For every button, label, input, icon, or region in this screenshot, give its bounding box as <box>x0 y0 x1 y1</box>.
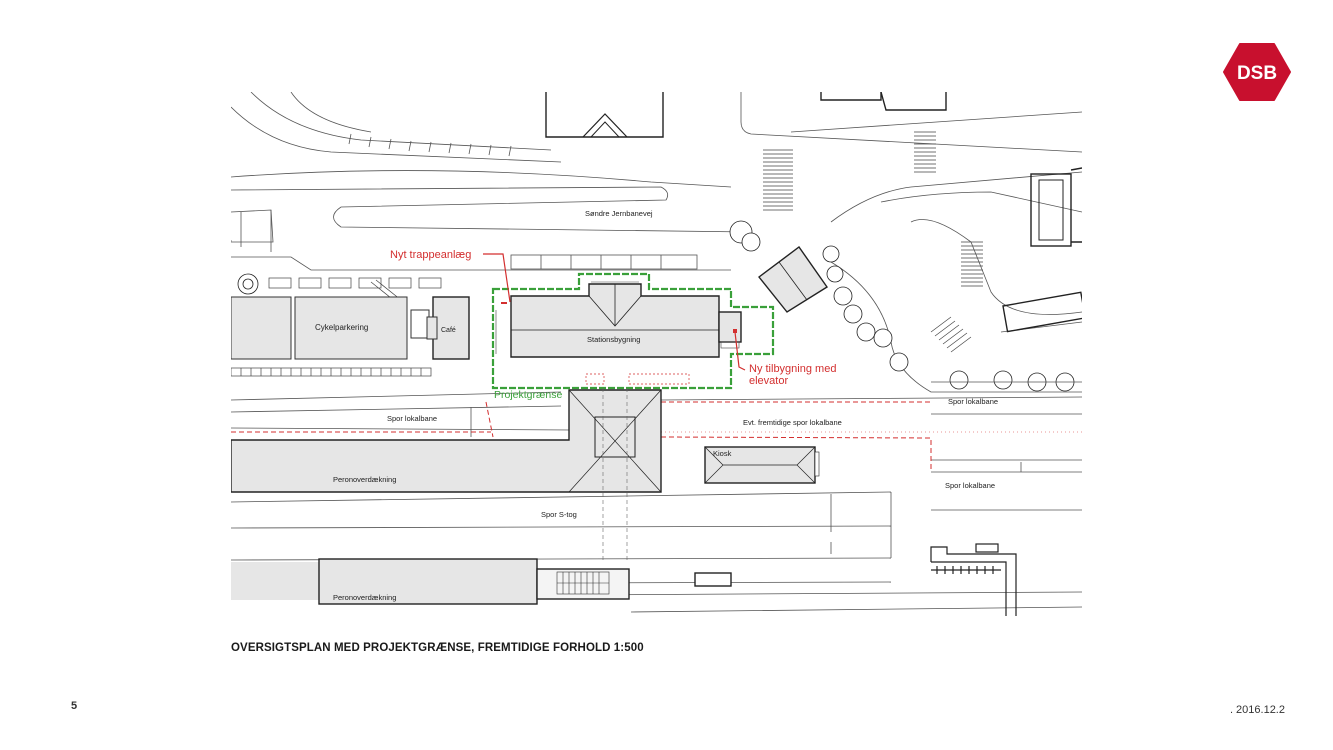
page-number: 5 <box>71 700 78 712</box>
label-track-right-lower: Spor lokalbane <box>945 481 995 490</box>
label-future-tracks: Evt. fremtidige spor lokalbane <box>743 418 842 427</box>
building-left-edge <box>231 296 292 360</box>
label-kiosk: Kiosk <box>713 449 732 458</box>
platform-roof-top <box>231 389 662 493</box>
dsb-logo: DSB <box>1223 42 1291 102</box>
label-track-s-train: Spor S-tog <box>541 510 577 519</box>
document-date: . 2016.12.2 <box>1229 704 1285 716</box>
label-platform-roof-top: Peronoverdækning <box>333 475 396 484</box>
bike-parking-building <box>294 296 408 360</box>
label-track-local-left: Spor lokalbane <box>387 414 437 423</box>
label-project-boundary: Projektgrænse <box>494 389 562 401</box>
label-cafe: Café <box>441 327 456 334</box>
project-boundary-line <box>491 272 775 390</box>
new-stairs-leader <box>483 253 511 303</box>
new-annex <box>718 311 742 343</box>
site-plan: Søndre Jernbanevej Cykelparkering Café S… <box>231 92 1082 616</box>
label-track-local-right-top: Spor lokalbane <box>948 397 998 406</box>
platform-roof-bottom <box>318 558 538 605</box>
dsb-logo-hexagon <box>1223 43 1291 101</box>
label-new-annex-line1: Ny tilbygning med <box>749 363 836 375</box>
dsb-logo-text: DSB <box>1237 63 1277 84</box>
label-street: Søndre Jernbanevej <box>585 209 653 218</box>
label-platform-roof-bottom: Peronoverdækning <box>333 593 396 602</box>
label-new-annex-line2: elevator <box>749 375 788 387</box>
plan-caption: OVERSIGTSPLAN MED PROJEKTGRÆNSE, FREMTID… <box>231 642 644 654</box>
label-station-building: Stationsbygning <box>587 335 640 344</box>
label-bike-parking: Cykelparkering <box>315 323 368 332</box>
label-new-stairs: Nyt trappeanlæg <box>390 249 471 261</box>
new-annex-leader <box>734 331 746 371</box>
